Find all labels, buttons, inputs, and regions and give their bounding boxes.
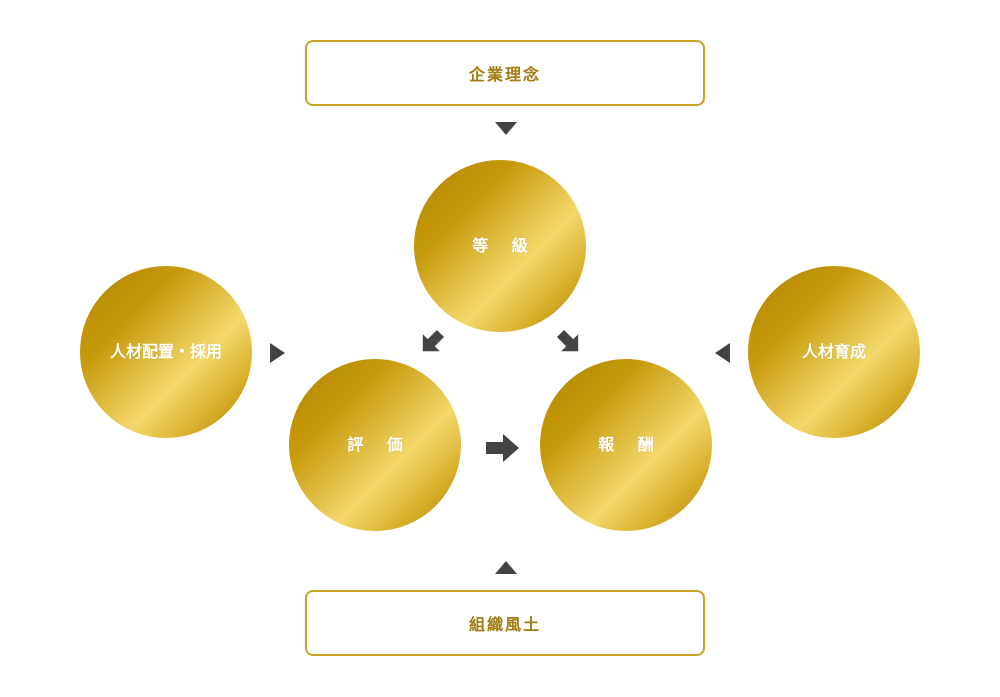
organizational-culture-label: 組織風土 [468, 615, 541, 634]
arrow-up-from-culture [495, 560, 517, 574]
placement-circle: 人材配置・採用 [80, 266, 252, 438]
arrow-left-from-development [714, 343, 730, 363]
organizational-culture-box: 組織風土 [305, 590, 705, 656]
development-label: 人材育成 [801, 342, 866, 361]
development-circle: 人材育成 [748, 266, 920, 438]
evaluation-label: 評 価 [347, 435, 412, 454]
placement-label: 人材配置・採用 [109, 342, 222, 361]
arrow-grade-to-reward [553, 326, 585, 358]
grade-label: 等 級 [472, 236, 537, 255]
corporate-philosophy-box: 企業理念 [305, 40, 705, 106]
arrow-down-from-philosophy [495, 122, 517, 136]
reward-circle: 報 酬 [540, 359, 712, 531]
reward-label: 報 酬 [598, 435, 663, 454]
corporate-philosophy-label: 企業理念 [468, 65, 541, 84]
evaluation-circle: 評 価 [289, 359, 461, 531]
arrow-right-from-placement [270, 343, 286, 363]
grade-circle: 等 級 [414, 160, 586, 332]
arrow-grade-to-evaluation [416, 326, 448, 358]
arrow-evaluation-to-reward [486, 433, 520, 463]
